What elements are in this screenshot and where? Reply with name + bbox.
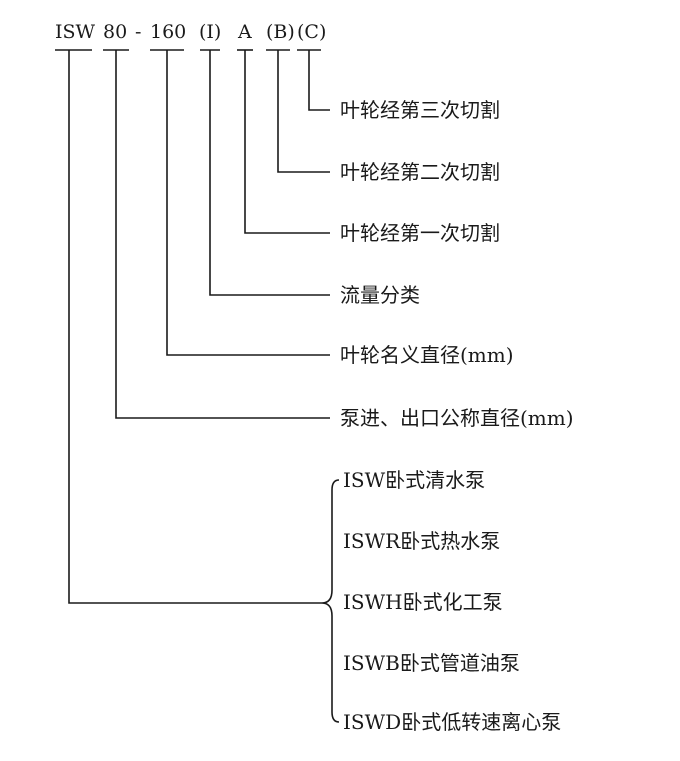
code-160: 160 [150,21,187,43]
pump-type-iswd: ISWD卧式低转速离心泵 [343,710,562,734]
pump-type-isw: ISW卧式清水泵 [343,468,486,492]
code-c: (C) [297,21,327,43]
code-80: 80 [103,21,128,43]
label-flow-class: 流量分类 [340,283,420,307]
connector-a [244,50,330,234]
connector-i [209,50,330,296]
connector-160 [166,50,330,356]
connector-b [277,50,330,173]
pump-type-iswr: ISWR卧式热水泵 [343,529,501,553]
label-third-cut: 叶轮经第三次切割 [340,98,500,122]
code-a: A [238,21,252,43]
pump-type-iswh: ISWH卧式化工泵 [343,590,503,614]
code-i: (I) [199,21,222,43]
label-impeller-diameter: 叶轮名义直径(mm) [340,343,514,367]
pump-type-brace [321,479,340,723]
label-port-diameter: 泵进、出口公称直径(mm) [340,406,574,430]
connector-isw [68,50,322,604]
label-first-cut: 叶轮经第一次切割 [340,221,500,245]
code-b: (B) [266,21,295,43]
pump-type-iswb: ISWB卧式管道油泵 [343,651,520,675]
connector-c [308,50,330,111]
connector-80 [115,50,330,419]
label-second-cut: 叶轮经第二次切割 [340,160,500,184]
code-dash: - [135,21,142,43]
code-isw: ISW [55,21,96,43]
